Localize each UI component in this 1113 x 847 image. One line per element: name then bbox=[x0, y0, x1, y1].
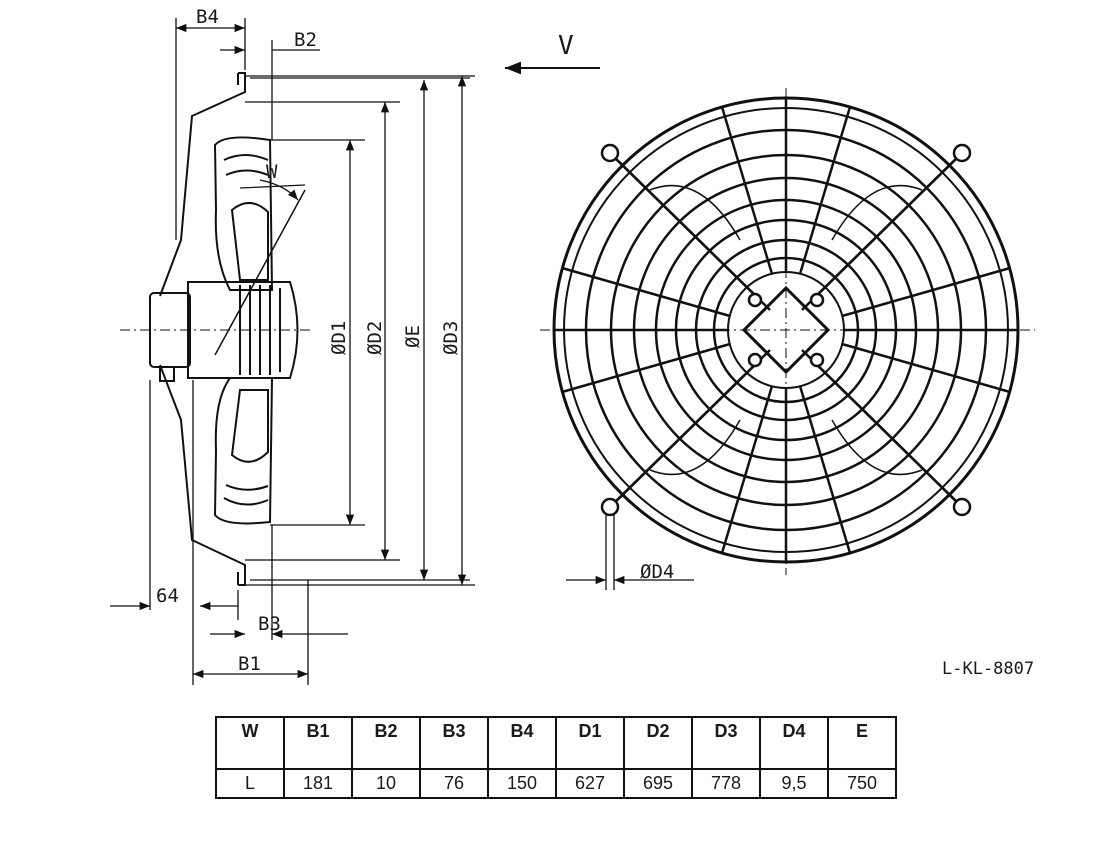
upper-blade bbox=[213, 136, 274, 291]
table-cell: 181 bbox=[283, 768, 353, 799]
table-cell: 10 bbox=[351, 768, 421, 799]
table-cell: 695 bbox=[623, 768, 693, 799]
table-header: B2 bbox=[351, 716, 421, 770]
label-view-v: V bbox=[558, 31, 574, 61]
table-cell: 9,5 bbox=[759, 768, 829, 799]
side-view bbox=[120, 72, 470, 586]
mounting-hole-icon bbox=[600, 143, 620, 163]
housing-profile bbox=[159, 72, 246, 297]
table-cell: 150 bbox=[487, 768, 557, 799]
label-b4: B4 bbox=[196, 6, 219, 28]
dimension-labels: B4 B2 W 64 B3 B1 ØD1 ØD2 ØE ØD3 ØD4 V L-… bbox=[156, 6, 1034, 679]
table-header: B1 bbox=[283, 716, 353, 770]
dimension-lines bbox=[110, 18, 694, 685]
table-header: D3 bbox=[691, 716, 761, 770]
front-view bbox=[540, 88, 1035, 575]
table-cell: 750 bbox=[827, 768, 897, 799]
table-header-row: W B1 B2 B3 B4 D1 D2 D3 D4 E bbox=[215, 716, 897, 770]
table-cell: 76 bbox=[419, 768, 489, 799]
label-e: ØE bbox=[402, 325, 424, 348]
label-64: 64 bbox=[156, 585, 179, 607]
label-d1: ØD1 bbox=[328, 321, 350, 355]
label-d2: ØD2 bbox=[364, 321, 386, 355]
table-header: E bbox=[827, 716, 897, 770]
label-b2: B2 bbox=[294, 29, 317, 51]
table-header: B3 bbox=[419, 716, 489, 770]
table-header: B4 bbox=[487, 716, 557, 770]
label-b3: B3 bbox=[258, 613, 281, 635]
table-row: L 181 10 76 150 627 695 778 9,5 750 bbox=[215, 768, 897, 799]
motor-body bbox=[187, 281, 299, 379]
table-header: W bbox=[215, 716, 285, 770]
table-header: D1 bbox=[555, 716, 625, 770]
table-cell: 627 bbox=[555, 768, 625, 799]
table-header: D4 bbox=[759, 716, 829, 770]
label-b1: B1 bbox=[238, 653, 261, 675]
label-d4: ØD4 bbox=[640, 561, 674, 583]
drawing-code: L-KL-8807 bbox=[942, 659, 1034, 679]
label-d3: ØD3 bbox=[440, 321, 462, 355]
table-cell: 778 bbox=[691, 768, 761, 799]
table-header: D2 bbox=[623, 716, 693, 770]
table-cell: L bbox=[215, 768, 285, 799]
label-w: W bbox=[266, 161, 278, 183]
spec-table: W B1 B2 B3 B4 D1 D2 D3 D4 E L 181 10 76 … bbox=[215, 716, 897, 799]
